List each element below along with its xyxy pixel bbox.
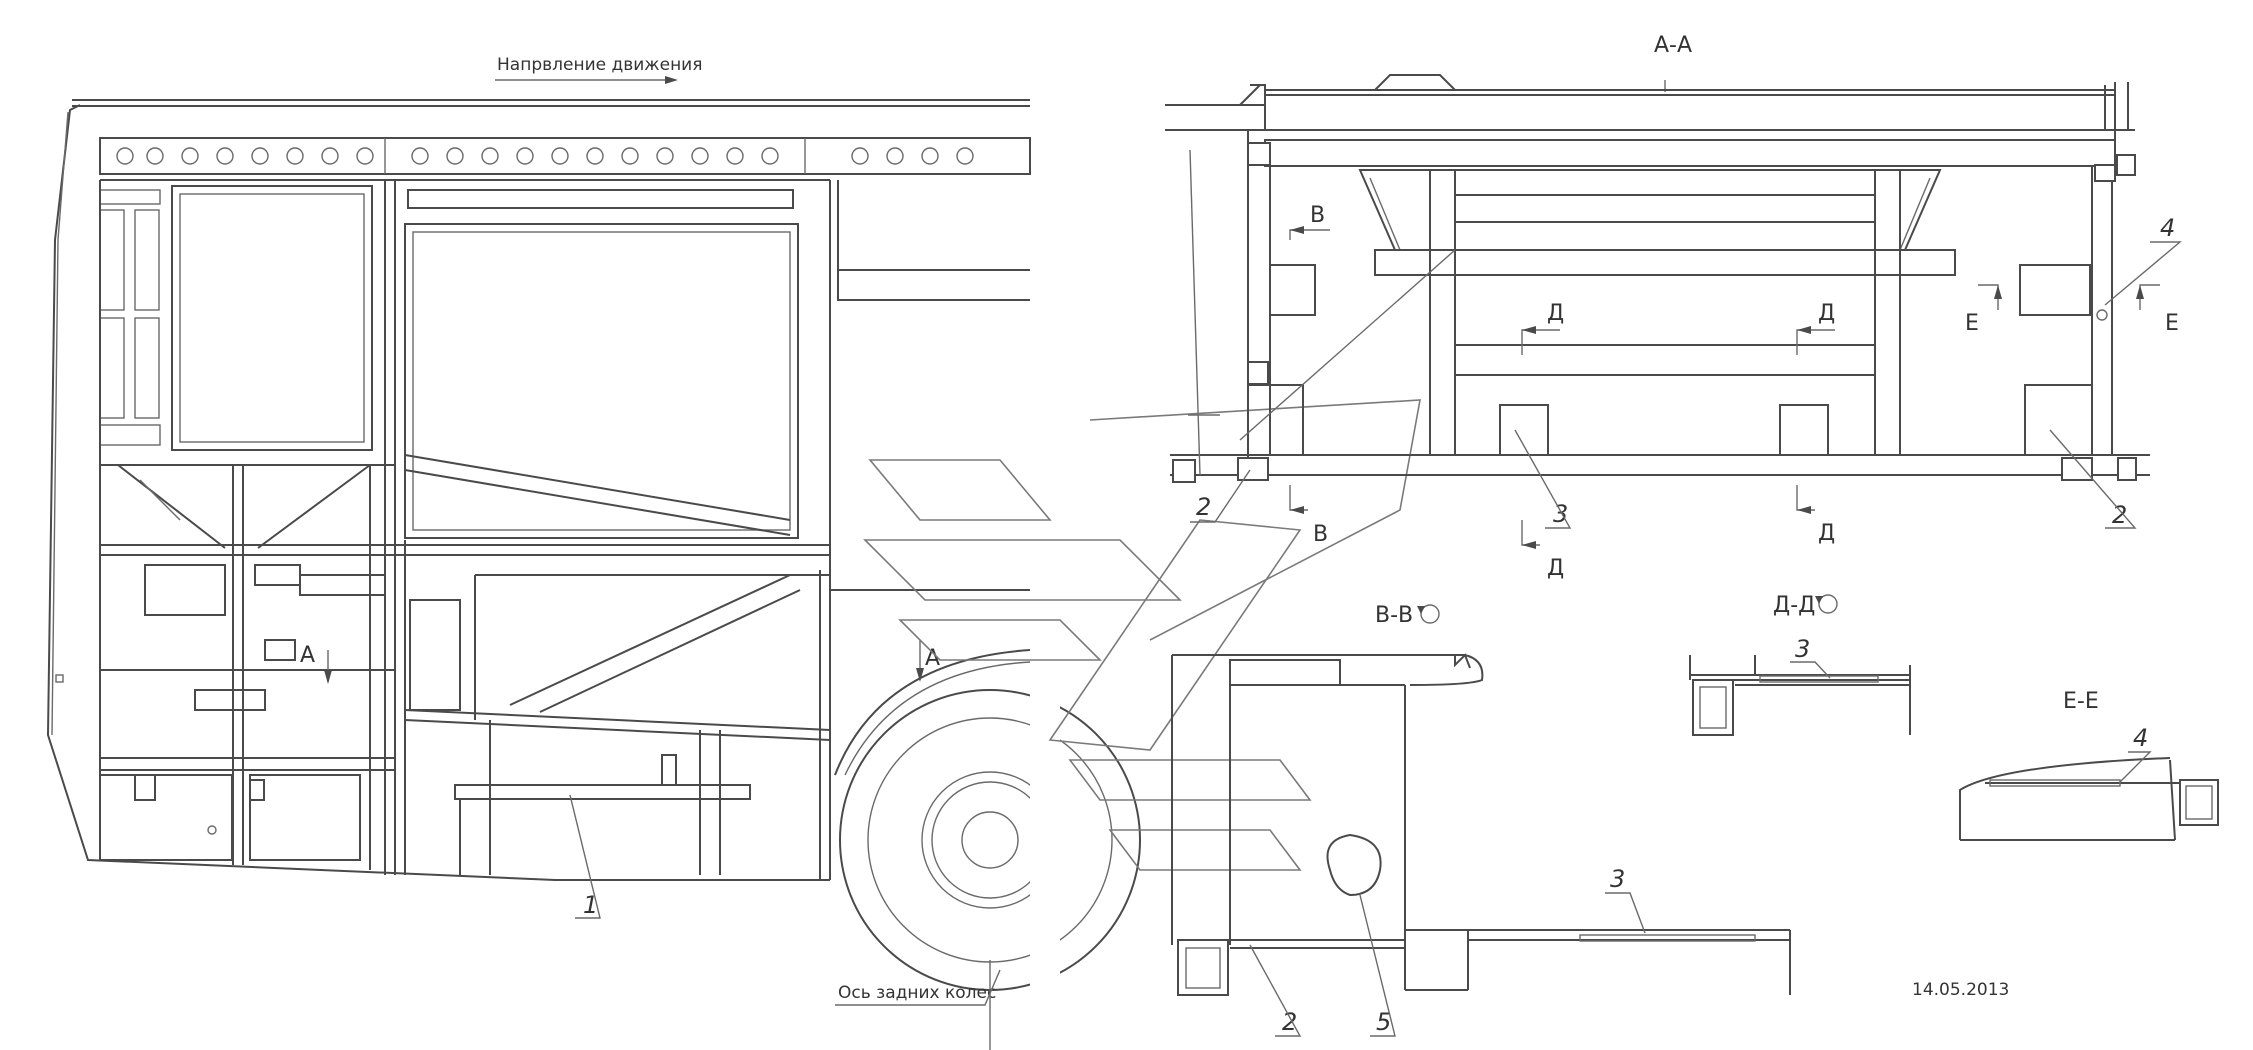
cut-d-letter-3: Д xyxy=(1818,521,1835,546)
callout-3-top: 3 xyxy=(1553,500,1568,528)
section-ee-title: Е-Е xyxy=(2063,689,2099,714)
section-aa-title: А-А xyxy=(1654,33,1692,58)
cut-e-letter-2: Е xyxy=(2165,311,2179,336)
section-ee: Е-Е 4 xyxy=(1959,689,2219,841)
cut-a-arrow-icon-2 xyxy=(916,668,924,682)
section-dd: Д-Д 3 xyxy=(1689,593,1911,736)
belt-holes xyxy=(116,147,974,165)
cut-d-arrow-icon-3 xyxy=(1797,506,1811,514)
cut-e-arrow-icon-1 xyxy=(1994,285,2002,299)
cut-v-letter-2: В xyxy=(1313,522,1328,547)
cut-a-letter: А xyxy=(300,643,315,668)
section-dd-title: Д-Д xyxy=(1773,593,1815,618)
section-vv-title: В-В xyxy=(1375,603,1413,628)
callout-3-vv: 3 xyxy=(1610,865,1625,893)
cut-d-arrow-icon-4 xyxy=(1522,541,1536,549)
cut-d-letter-2: Д xyxy=(1818,301,1835,326)
cut-e-letter-1: Е xyxy=(1965,311,1979,336)
direction-arrow-icon xyxy=(665,76,678,84)
cut-e-arrow-icon-2 xyxy=(2136,285,2144,299)
callout-4-top: 4 xyxy=(2160,214,2175,242)
cut-d-letter-4: Д xyxy=(1547,556,1564,581)
cut-d-arrow-icon-1 xyxy=(1522,326,1536,334)
callout-2-left: 2 xyxy=(1196,493,1211,521)
cut-a-arrow-icon xyxy=(324,670,332,684)
side-view-frame: Напрвление движения xyxy=(46,55,1141,1050)
callout-2-vv: 2 xyxy=(1282,1008,1297,1036)
callout-3-dd: 3 xyxy=(1795,635,1810,663)
rear-wheel xyxy=(839,680,1141,1000)
rear-axle-label: Ось задних колес xyxy=(838,983,996,1003)
section-vv: В-В 3 2 5 xyxy=(1171,603,1791,1037)
cut-a-letter-2: А xyxy=(925,646,940,671)
callout-4-ee: 4 xyxy=(2133,724,2148,752)
cut-d-arrow-icon-2 xyxy=(1797,326,1811,334)
cut-v-arrow-icon-1 xyxy=(1290,226,1304,234)
callout-2-right: 2 xyxy=(2112,501,2127,529)
cut-v-letter-1: В xyxy=(1310,203,1325,228)
callout-1: 1 xyxy=(583,891,598,919)
callout-5-vv: 5 xyxy=(1376,1008,1391,1036)
cut-d-letter-1: Д xyxy=(1547,301,1564,326)
section-aa: А-А xyxy=(1165,33,2182,581)
direction-label: Напрвление движения xyxy=(497,55,702,75)
drawing-date: 14.05.2013 xyxy=(1912,980,2009,1000)
cut-v-arrow-icon-2 xyxy=(1290,506,1304,514)
